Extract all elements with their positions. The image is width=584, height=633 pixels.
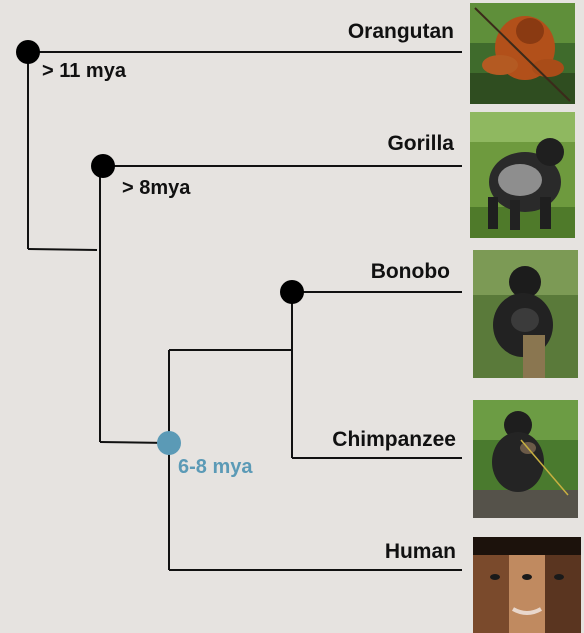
label-gorilla: Gorilla <box>387 132 454 156</box>
label-orangutan: Orangutan <box>348 20 454 44</box>
label-bonobo: Bonobo <box>371 260 450 284</box>
bonobo-photo <box>473 250 578 378</box>
divergence-gorilla: > 8mya <box>122 177 190 200</box>
divergence-orangutan: > 11 mya <box>42 60 126 83</box>
gorilla-photo <box>470 112 575 238</box>
label-human: Human <box>385 540 456 564</box>
chimpanzee-photo <box>473 400 578 518</box>
node-human-split <box>157 431 181 455</box>
orangutan-photo <box>470 3 575 104</box>
node-gorilla-split <box>91 154 115 178</box>
node-pan-split <box>280 280 304 304</box>
branch-root-to-clade <box>28 249 97 250</box>
divergence-human: 6-8 mya <box>178 456 253 479</box>
node-orangutan-split <box>16 40 40 64</box>
human-faces-photo <box>473 537 581 633</box>
label-chimpanzee: Chimpanzee <box>332 428 456 452</box>
